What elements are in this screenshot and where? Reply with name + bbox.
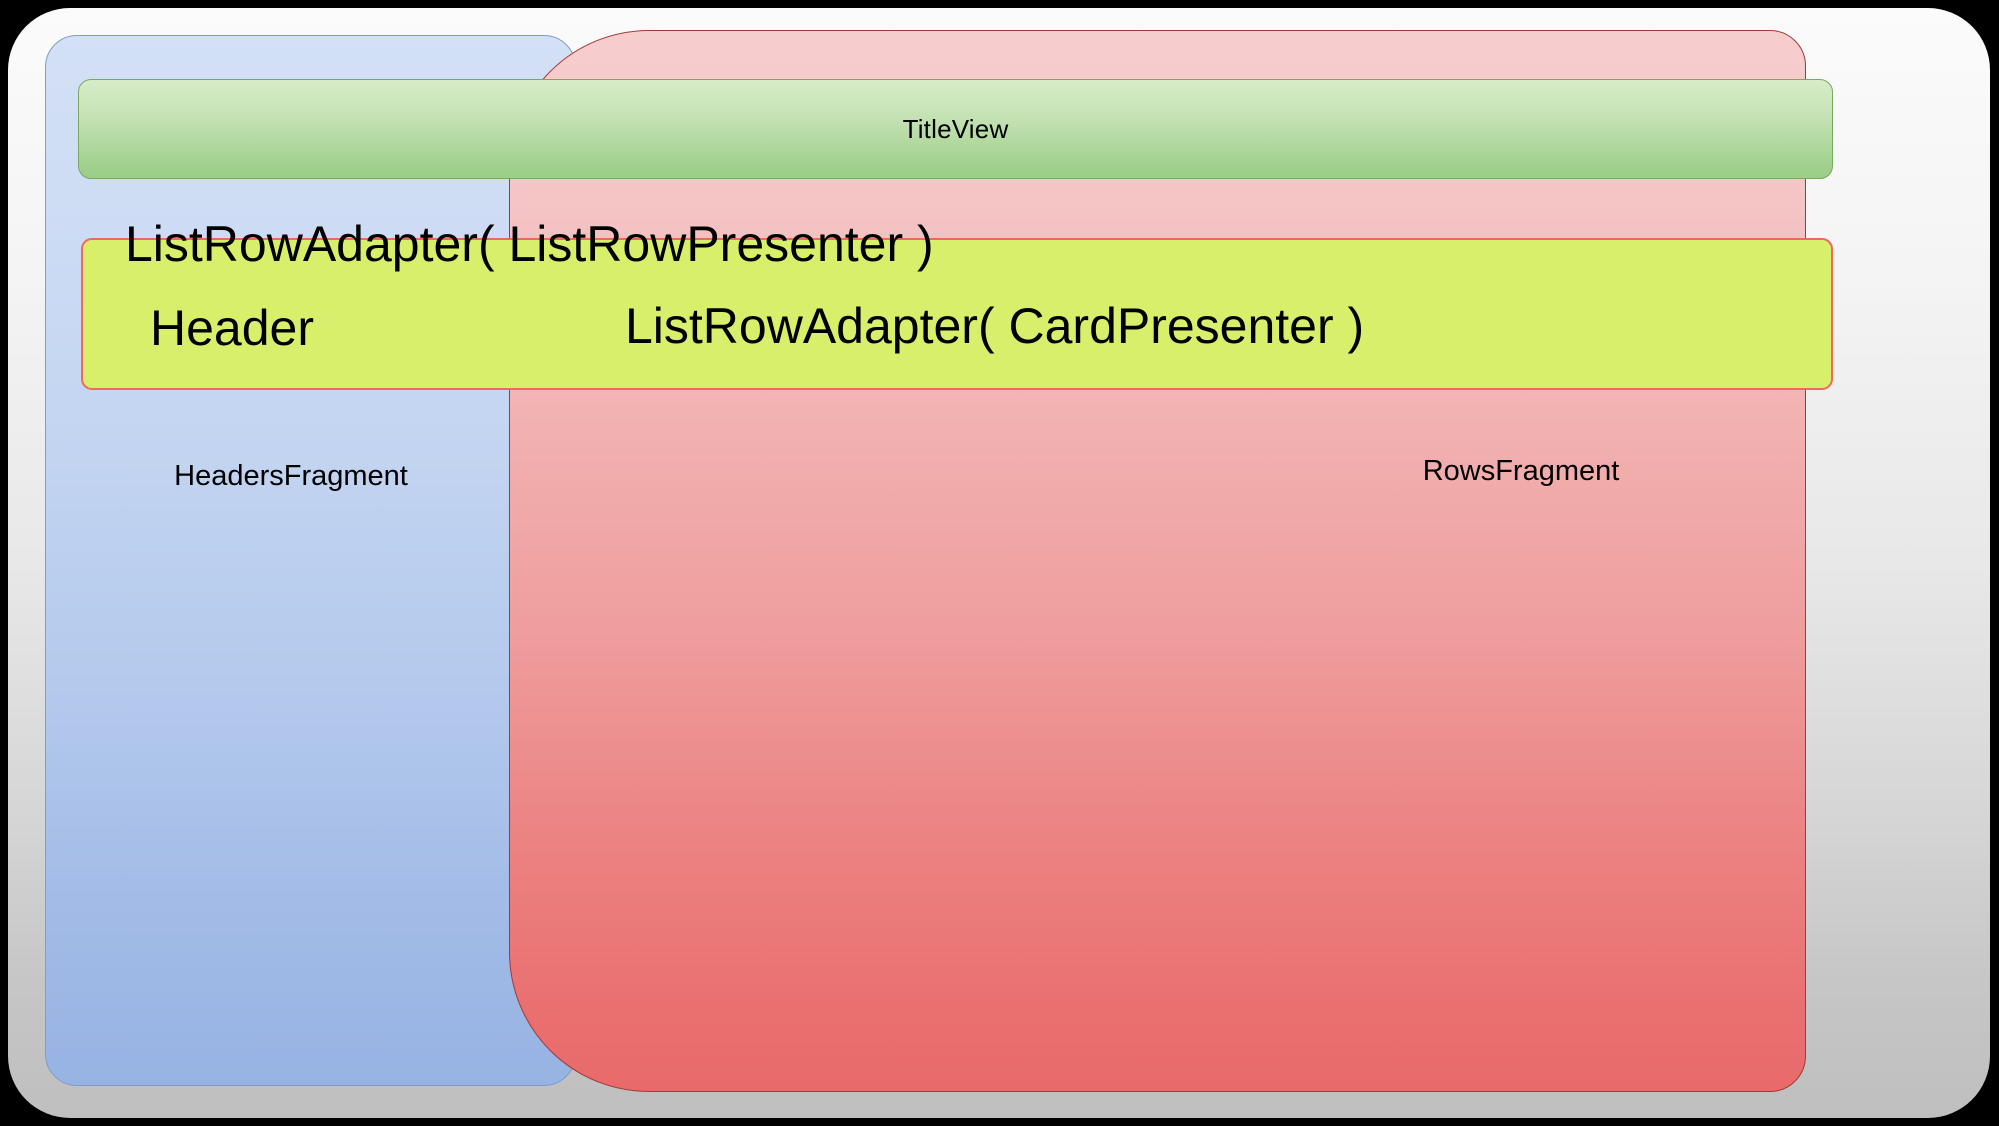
rows-fragment-panel: RowsFragment <box>509 30 1806 1092</box>
rows-fragment-label: RowsFragment <box>1422 455 1620 487</box>
headers-fragment-label: HeadersFragment <box>174 460 408 492</box>
list-row-adapter-title: ListRowAdapter( ListRowPresenter ) <box>125 216 934 272</box>
list-row-adapter-box <box>81 238 1833 390</box>
title-view-label: TitleView <box>902 113 1009 144</box>
title-view-bar: TitleView <box>78 79 1833 179</box>
header-label: Header <box>150 300 314 356</box>
card-presenter-adapter-label: ListRowAdapter( CardPresenter ) <box>625 298 1365 354</box>
headers-fragment-panel: HeadersFragment <box>45 35 576 1086</box>
outer-frame: HeadersFragment RowsFragment TitleView L… <box>8 8 1990 1118</box>
